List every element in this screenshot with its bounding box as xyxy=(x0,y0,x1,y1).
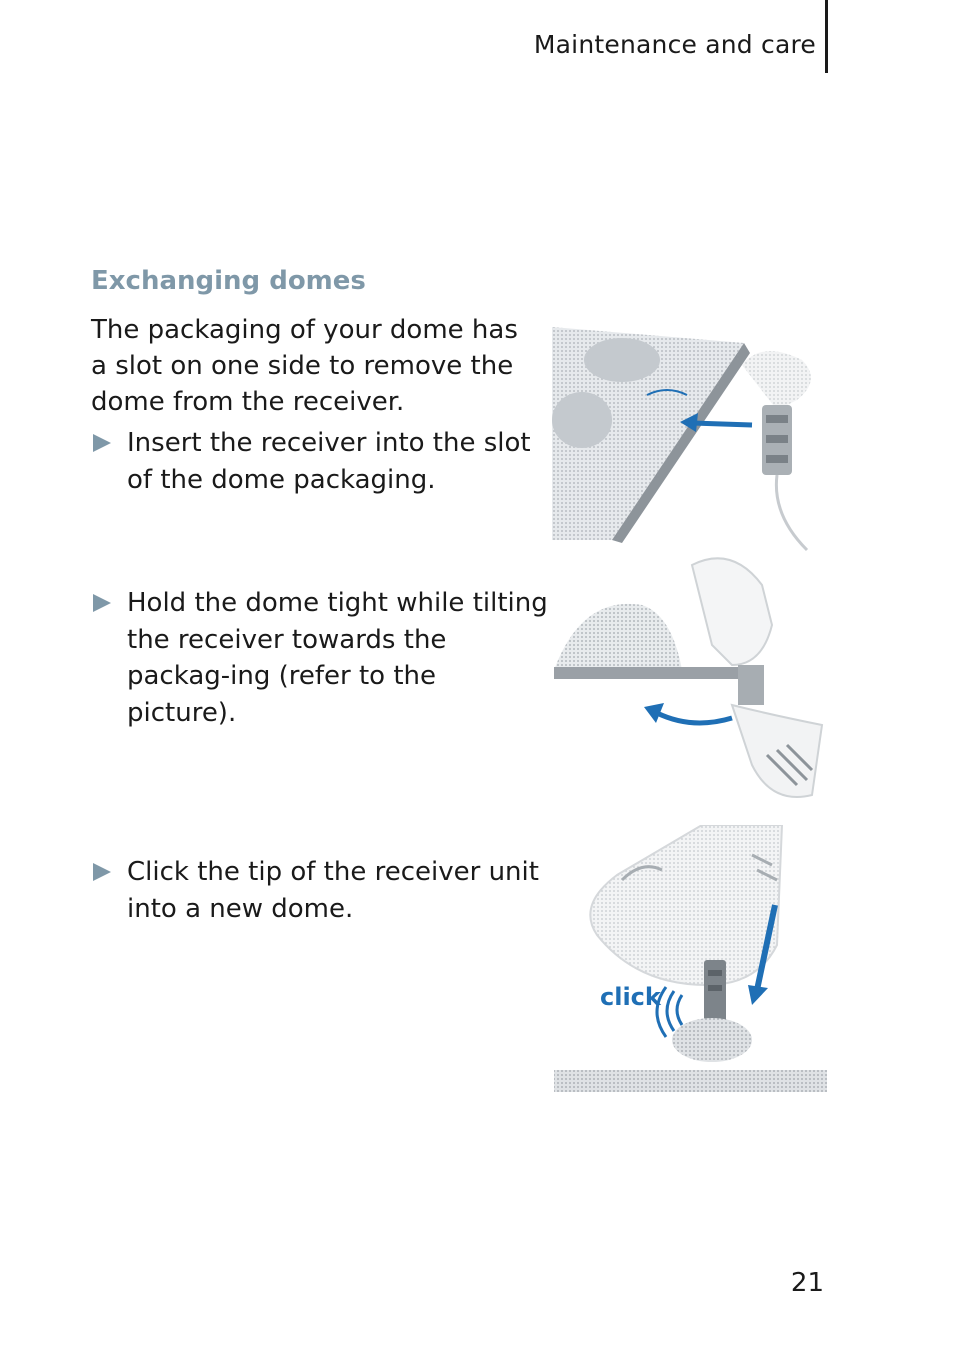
triangle-bullet-icon xyxy=(93,594,111,612)
step-3: Click the tip of the receiver unit into … xyxy=(91,854,551,927)
step-2-text: Hold the dome tight while tilting the re… xyxy=(127,588,548,728)
triangle-bullet-icon xyxy=(93,863,111,881)
step-1: Insert the receiver into the slot of the… xyxy=(91,425,551,498)
figure-insert-receiver xyxy=(552,327,811,552)
step-3-text: Click the tip of the receiver unit into … xyxy=(127,857,539,924)
step-1-text: Insert the receiver into the slot of the… xyxy=(127,428,531,495)
page-number: 21 xyxy=(790,1268,824,1298)
figure-tilt-receiver xyxy=(554,557,824,798)
intro-paragraph: The packaging of your dome has a slot on… xyxy=(91,315,518,417)
header-section-label: Maintenance and care xyxy=(533,30,816,59)
header-rule xyxy=(825,0,828,73)
step-2: Hold the dome tight while tilting the re… xyxy=(91,585,551,731)
section-title: Exchanging domes xyxy=(91,266,366,296)
figure-click-dome: click xyxy=(554,825,827,1092)
triangle-bullet-icon xyxy=(93,434,111,452)
click-label: click xyxy=(600,983,662,1011)
